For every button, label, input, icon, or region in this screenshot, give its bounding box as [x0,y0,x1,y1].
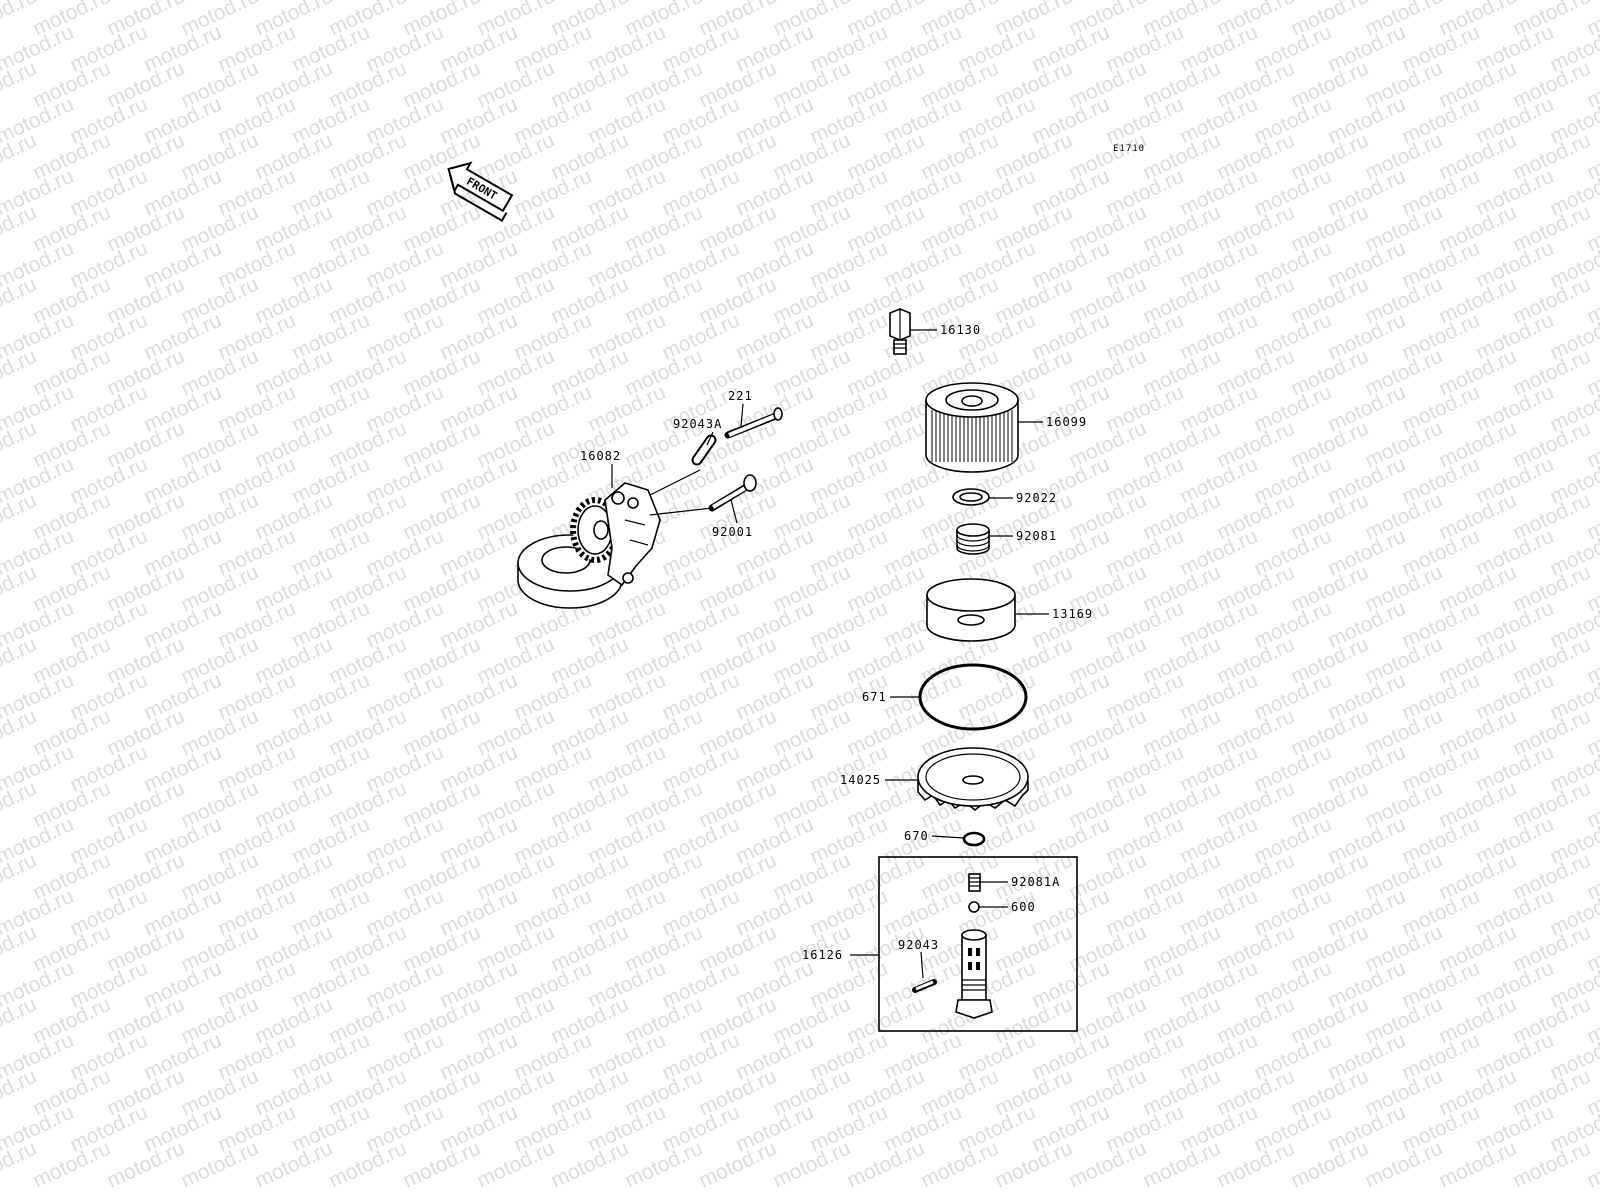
diagram-code: E1710 [1113,144,1145,154]
label-221: 221 [728,389,753,403]
label-16126: 16126 [802,948,843,962]
label-671: 671 [862,690,887,704]
label-92043: 92043 [898,938,939,952]
label-16099: 16099 [1046,415,1087,429]
cover-14025-part [917,747,1029,812]
oil-filter-16099-part [925,382,1019,473]
bypass-bolt-part [955,929,993,1019]
pump-body-part [604,482,661,587]
washer-92022-part [952,488,990,506]
label-16130: 16130 [940,323,981,337]
label-92001: 92001 [712,525,753,539]
spring-92081a-part [968,873,981,892]
label-670: 670 [904,829,929,843]
ball-600-part [968,901,980,913]
label-13169: 13169 [1052,607,1093,621]
label-92081a: 92081A [1011,875,1060,889]
label-92081: 92081 [1016,529,1057,543]
label-600: 600 [1011,900,1036,914]
label-92022: 92022 [1016,491,1057,505]
label-14025: 14025 [840,773,881,787]
label-16082: 16082 [580,449,621,463]
cup-13169-part [926,578,1016,642]
spring-92081-part [956,523,990,555]
label-92043a: 92043A [673,417,722,431]
